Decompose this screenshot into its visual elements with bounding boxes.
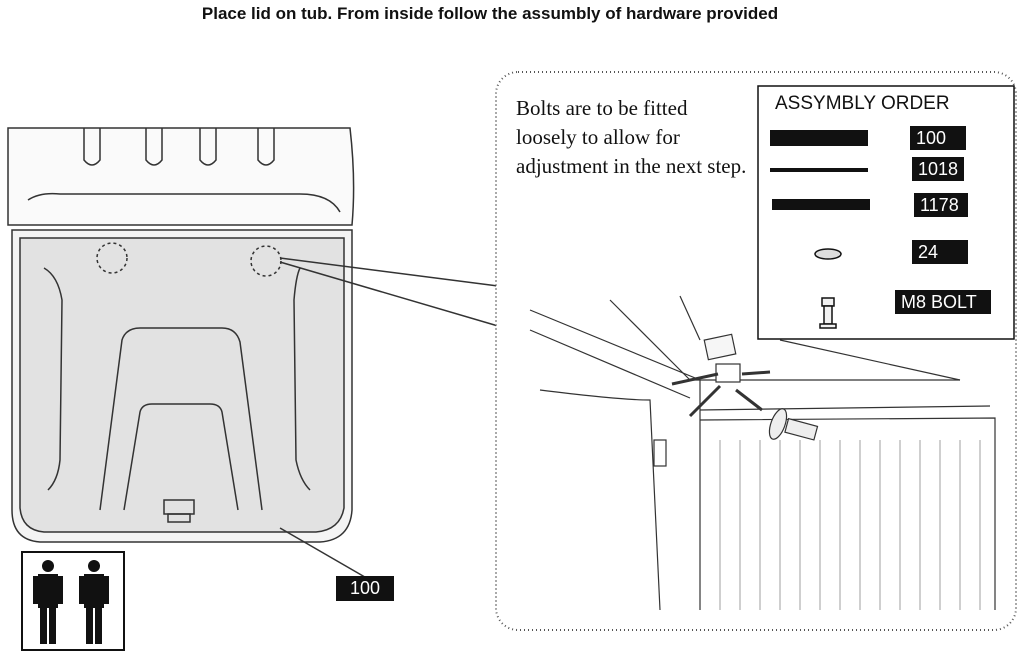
assembly-order-heading: ASSYMBLY ORDER — [775, 93, 950, 114]
thick-strip-icon — [770, 130, 868, 146]
medium-strip-icon — [772, 199, 870, 210]
order-tag-1: 100 — [910, 126, 966, 150]
thin-strip-icon — [770, 168, 868, 172]
fitting-note: Bolts are to be fitted loosely to allow … — [516, 96, 747, 178]
part-label-100: 100 — [336, 576, 394, 601]
bolt-icon — [819, 297, 837, 329]
instruction-title: Place lid on tub. From inside follow the… — [201, 4, 779, 23]
order-tag-4: 24 — [912, 240, 968, 264]
truck-bed-detail — [529, 295, 996, 611]
order-tag-2: 1018 — [912, 157, 964, 181]
order-tag-3: 1178 — [914, 193, 968, 217]
washer-icon — [814, 248, 842, 260]
order-tag-5: M8 BOLT — [895, 290, 991, 314]
lid-drawing — [7, 127, 499, 581]
two-person-lift-icon — [21, 551, 125, 651]
